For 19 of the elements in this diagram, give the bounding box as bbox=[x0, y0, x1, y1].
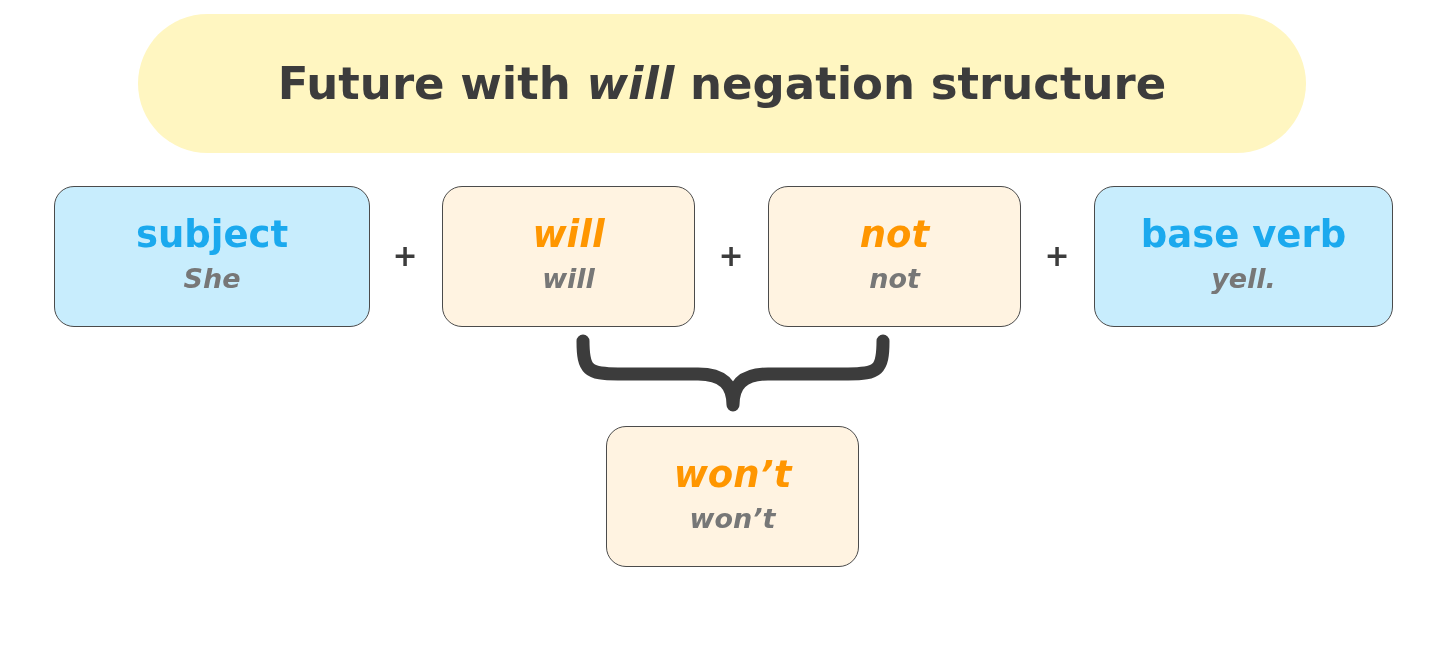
word-box bbox=[768, 186, 1021, 327]
box-heading: will bbox=[532, 213, 605, 258]
example-text: She bbox=[183, 263, 241, 296]
example-text: not bbox=[869, 263, 920, 296]
word-box bbox=[442, 186, 695, 327]
example-text: yell. bbox=[1211, 263, 1276, 296]
example-text: will bbox=[542, 263, 595, 296]
plus-sign: + bbox=[718, 241, 744, 271]
box-heading: not bbox=[859, 213, 930, 258]
category-box bbox=[54, 186, 370, 327]
title: Future with will negation structure bbox=[277, 57, 1167, 110]
category-box bbox=[1094, 186, 1393, 327]
plus-sign: + bbox=[1044, 241, 1070, 271]
box-heading: subject bbox=[135, 213, 289, 258]
plus-sign: + bbox=[392, 241, 418, 271]
word-box bbox=[606, 426, 859, 567]
box-heading: base verb bbox=[1140, 213, 1347, 258]
box-heading: won’t bbox=[673, 453, 792, 498]
example-text: won’t bbox=[689, 503, 776, 536]
